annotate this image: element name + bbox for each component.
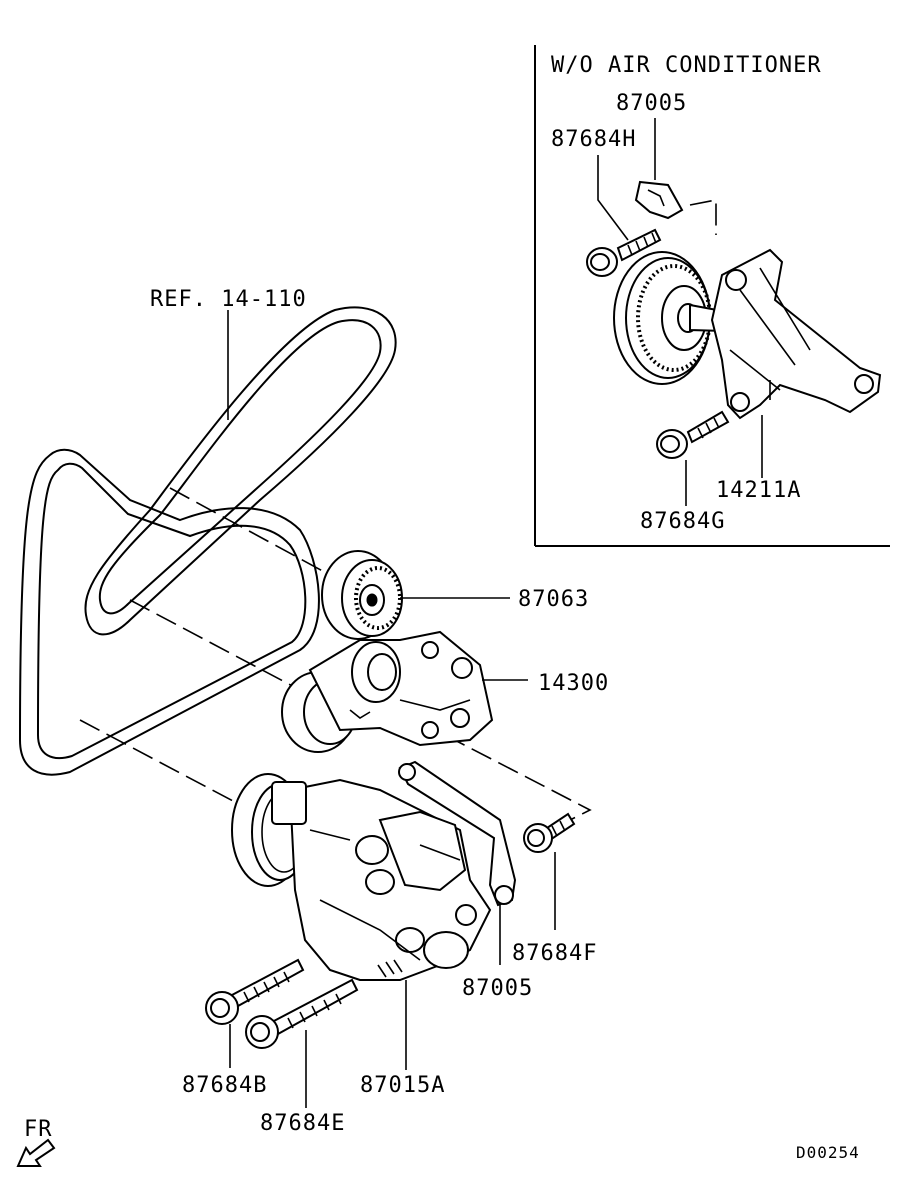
dash-belt-1: [169, 487, 331, 576]
tensioner-14300: [281, 630, 494, 753]
bolt-87684B: [205, 958, 305, 1025]
label-87684F: 87684F: [512, 941, 597, 966]
dash-belt-3: [79, 719, 251, 811]
label-87063: 87063: [518, 587, 589, 612]
drive-belt: [18, 306, 397, 776]
fr-label: FR: [24, 1117, 53, 1142]
bolt-87684E: [245, 978, 359, 1049]
label-87684E: 87684E: [260, 1111, 345, 1136]
bolt-87684F: [523, 812, 576, 853]
clip-part-inset: [634, 180, 684, 220]
pulley-87063: [321, 550, 403, 640]
inset-dash-1: [689, 199, 717, 235]
label-ref-14-110: REF. 14-110: [150, 287, 307, 312]
drawing-number: D00254: [796, 1143, 860, 1162]
label-87684H: 87684H: [551, 127, 636, 152]
label-main-87005: 87005: [462, 976, 533, 1001]
bolt-87684G: [656, 410, 730, 459]
idler-pulley-14211A: [613, 248, 882, 420]
label-87684B: 87684B: [182, 1073, 267, 1098]
label-inset-87005: 87005: [616, 91, 687, 116]
front-direction-arrow-icon: FR: [16, 1117, 56, 1167]
label-14211A: 14211A: [716, 478, 801, 503]
compressor-87015A: [231, 773, 492, 981]
label-87015A: 87015A: [360, 1073, 445, 1098]
inset-panel: W/O AIR CONDITIONER 87005 87684H: [534, 45, 890, 547]
bracket-87005: [398, 760, 517, 907]
inset-title: W/O AIR CONDITIONER: [551, 53, 822, 78]
label-87684G: 87684G: [640, 509, 725, 534]
dash-belt-2: [129, 599, 301, 691]
leader-87684H: [597, 155, 629, 241]
label-14300: 14300: [538, 671, 609, 696]
bolt-87684H: [586, 228, 662, 277]
